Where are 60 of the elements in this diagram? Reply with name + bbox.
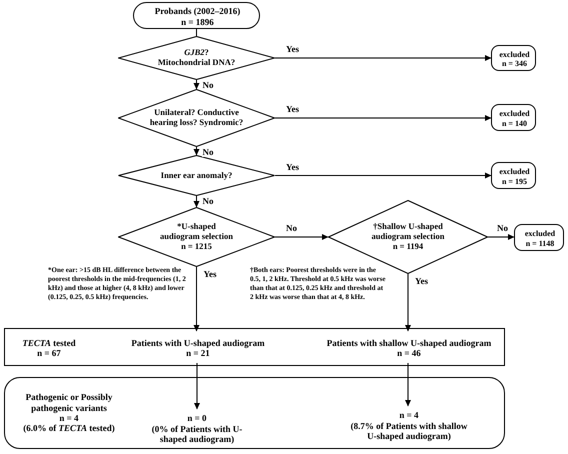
- node-text: n = 4: [59, 413, 79, 424]
- group-band: [4, 328, 505, 366]
- arrow: [194, 362, 200, 410]
- arrow: [274, 55, 492, 61]
- edge-label: Yes: [285, 45, 300, 54]
- node-text: n = 1896: [181, 16, 214, 27]
- edge-label: No: [202, 197, 214, 206]
- node-text: n = 140: [502, 118, 527, 128]
- arrow: [194, 146, 200, 156]
- edge-label: Yes: [202, 270, 218, 279]
- edge-label: Yes: [285, 105, 300, 114]
- edge-label: Yes: [414, 277, 429, 286]
- edge-label: No: [202, 81, 214, 90]
- node-text: (0% of Patients with U-shaped audiogram): [150, 424, 244, 445]
- node-text: excluded: [499, 109, 530, 118]
- exclusion-box: [491, 104, 536, 131]
- arrow: [405, 362, 411, 406]
- edge-label: Yes: [285, 162, 300, 172]
- edge-label: No: [496, 224, 509, 233]
- arrow: [274, 234, 328, 240]
- node-text: Patients with shallow U-shaped audiogram: [326, 338, 492, 348]
- node-text: Inner ear anomaly?: [160, 170, 232, 180]
- node-text: n = 0: [187, 413, 207, 424]
- node-text: n = 67: [37, 348, 61, 358]
- arrow: [274, 172, 492, 178]
- decision-diamond: [118, 207, 275, 267]
- node-text: Unilateral? Conductive hearing loss? Syndromic?: [148, 108, 244, 128]
- start-terminal: [133, 2, 260, 29]
- node-text: n = 1194: [392, 242, 424, 252]
- node-text: Probands (2002–2016): [154, 6, 240, 16]
- arrow: [274, 115, 492, 121]
- node-text: TECTA tested: [22, 338, 76, 348]
- node-text: excluded: [499, 50, 530, 59]
- edge-label: No: [202, 148, 214, 157]
- node-text: (6.0% of TECTA tested): [23, 423, 115, 434]
- exclusion-box: [491, 45, 536, 71]
- node-text: Patients with U-shaped audiogram: [131, 338, 265, 348]
- arrow: [488, 234, 514, 240]
- node-text: n = 46: [397, 348, 421, 358]
- arrow: [194, 266, 200, 332]
- node-text: n = 21: [186, 348, 210, 358]
- node-text: excluded: [524, 229, 556, 238]
- node-text: n = 1148: [526, 238, 554, 248]
- edge-label: No: [285, 224, 298, 233]
- exclusion-box: [491, 162, 536, 189]
- result-band: [4, 377, 505, 449]
- node-text: n = 4: [399, 410, 419, 421]
- node-text: excluded: [499, 167, 530, 176]
- node-text: n = 1215: [181, 242, 212, 252]
- arrow: [405, 274, 411, 332]
- decision-diamond: [118, 155, 275, 196]
- node-text: n = 346: [502, 59, 527, 68]
- decision-diamond: [118, 89, 275, 147]
- decision-diamond: [118, 36, 275, 80]
- exclusion-box: [514, 224, 564, 251]
- arrow: [194, 80, 200, 90]
- node-text: GJB2? Mitochondrial DNA?: [156, 48, 236, 68]
- node-text: n = 195: [502, 176, 527, 186]
- node-text: (8.7% of Patients with shallow U-shaped audiogram): [350, 420, 468, 442]
- arrow: [194, 196, 200, 208]
